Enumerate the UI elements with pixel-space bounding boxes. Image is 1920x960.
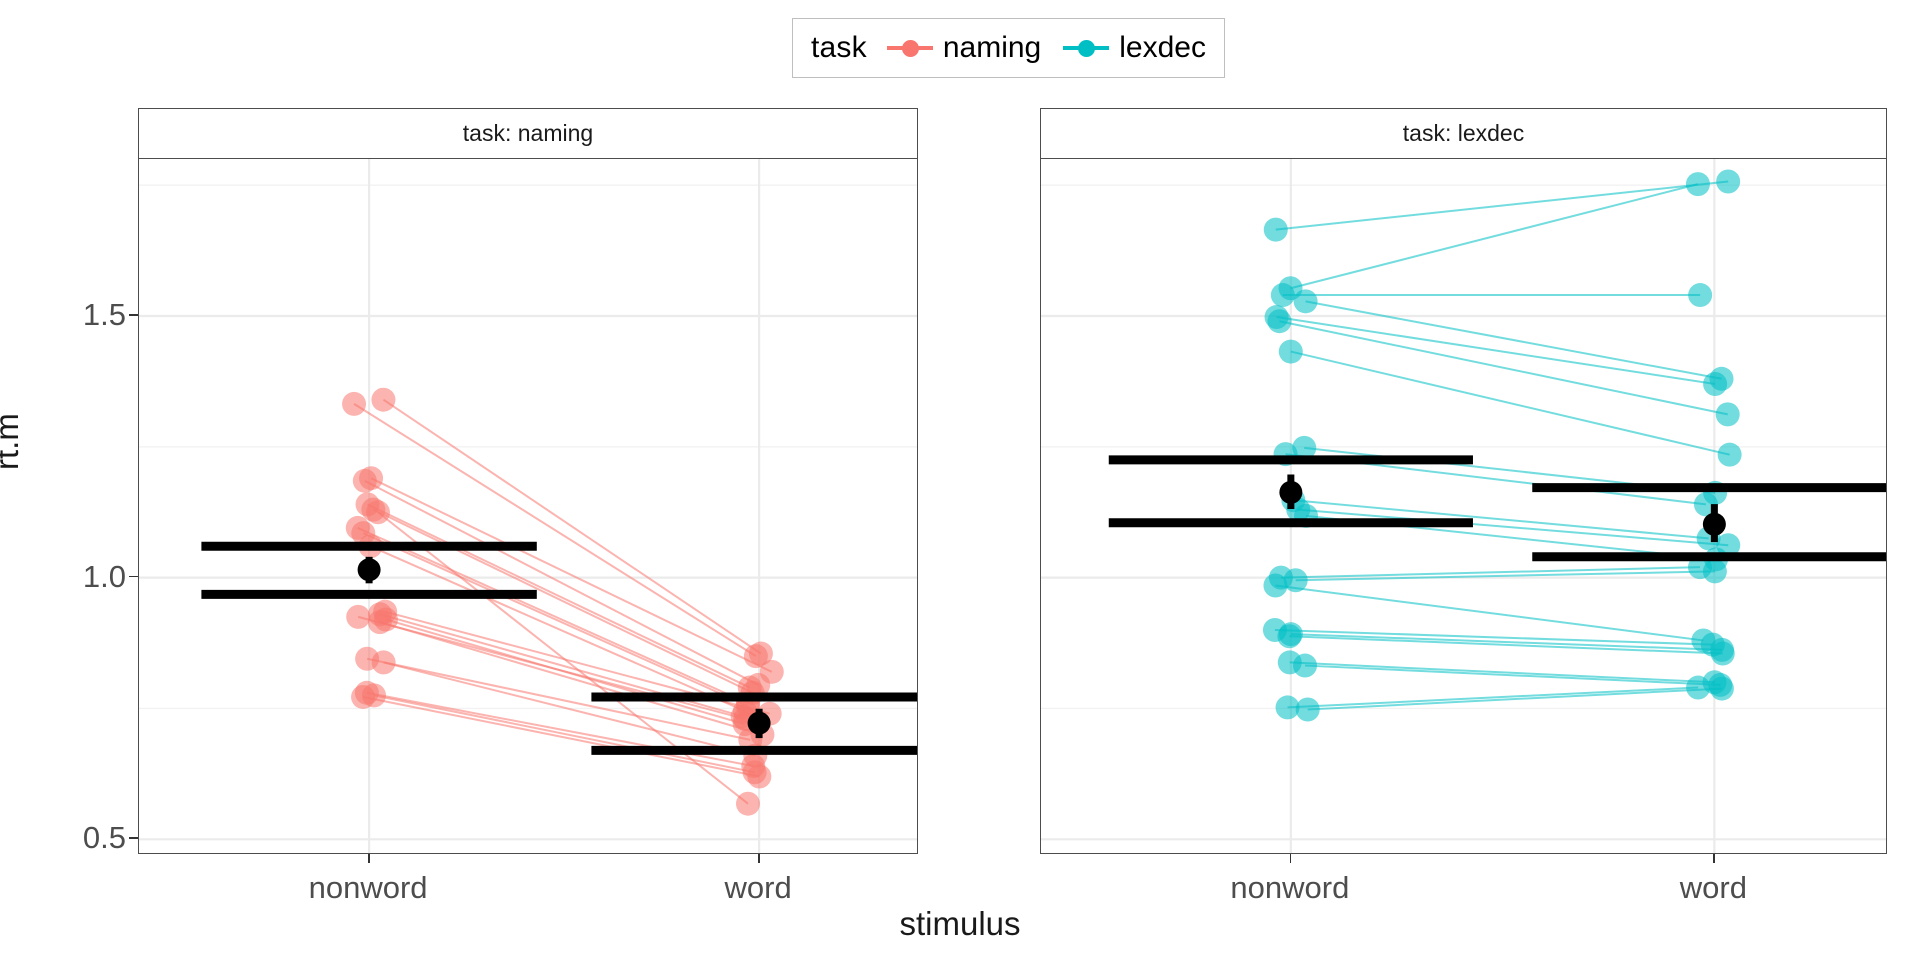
plot-area-lexdec[interactable] (1041, 159, 1886, 853)
data-point-pair[interactable] (342, 391, 768, 669)
summary-nonword (201, 541, 537, 599)
legend-item-lexdec[interactable]: lexdec (1063, 31, 1206, 65)
data-point-pair[interactable] (1283, 559, 1727, 593)
x-tick-mark (368, 854, 370, 863)
x-tick-mark (1713, 854, 1715, 863)
x-axis-title: stimulus (899, 905, 1021, 942)
y-tick-label: 1.0 (82, 558, 126, 594)
facet-panel-naming: task: naming (138, 108, 918, 854)
legend-key-lexdec-icon (1063, 33, 1110, 63)
facet-strip-naming: task: naming (139, 109, 917, 159)
legend-item-naming[interactable]: naming (886, 31, 1042, 65)
y-tick-mark (129, 313, 138, 316)
data-point-pair[interactable] (365, 500, 760, 816)
data-point-pair[interactable] (1270, 283, 1713, 308)
facet-strip-lexdec: task: lexdec (1041, 109, 1886, 159)
plot-area-naming[interactable] (139, 159, 917, 853)
y-tick-mark (129, 837, 138, 839)
x-tick-mark (1289, 854, 1292, 863)
summary-word (1532, 483, 1886, 562)
data-point-pair[interactable] (351, 684, 772, 789)
legend-dot-naming (901, 40, 919, 57)
legend-label-naming: naming (942, 31, 1042, 64)
data-point-pair[interactable] (1267, 309, 1740, 427)
y-tick-label: 1.5 (82, 296, 126, 332)
y-tick-label: 0.5 (82, 820, 126, 856)
x-tick-label: nonword (1230, 870, 1350, 905)
legend-dot-lexdec (1078, 40, 1096, 57)
data-point-pair[interactable] (1277, 624, 1735, 666)
x-tick-label: word (1679, 870, 1747, 905)
legend: task naming lexdec (792, 18, 1225, 78)
data-point-pair[interactable] (1295, 676, 1734, 722)
y-tick-mark (129, 575, 138, 578)
x-tick-mark (758, 854, 760, 863)
plot-svg (139, 159, 917, 853)
data-point-pair[interactable] (1263, 169, 1741, 242)
data-point-pair[interactable] (1275, 675, 1711, 720)
legend-title: task (811, 31, 867, 64)
summary-nonword (1108, 455, 1473, 528)
legend-key-naming-icon (886, 33, 933, 63)
y-axis-title: rt.m (0, 413, 25, 470)
x-tick-label: word (724, 870, 792, 905)
data-point-pair[interactable] (1278, 339, 1742, 467)
plot-svg (1041, 159, 1886, 853)
summary-word (591, 692, 917, 755)
legend-label-lexdec: lexdec (1119, 31, 1206, 64)
facet-panel-lexdec: task: lexdec (1040, 108, 1887, 854)
x-tick-label: nonword (308, 870, 428, 905)
